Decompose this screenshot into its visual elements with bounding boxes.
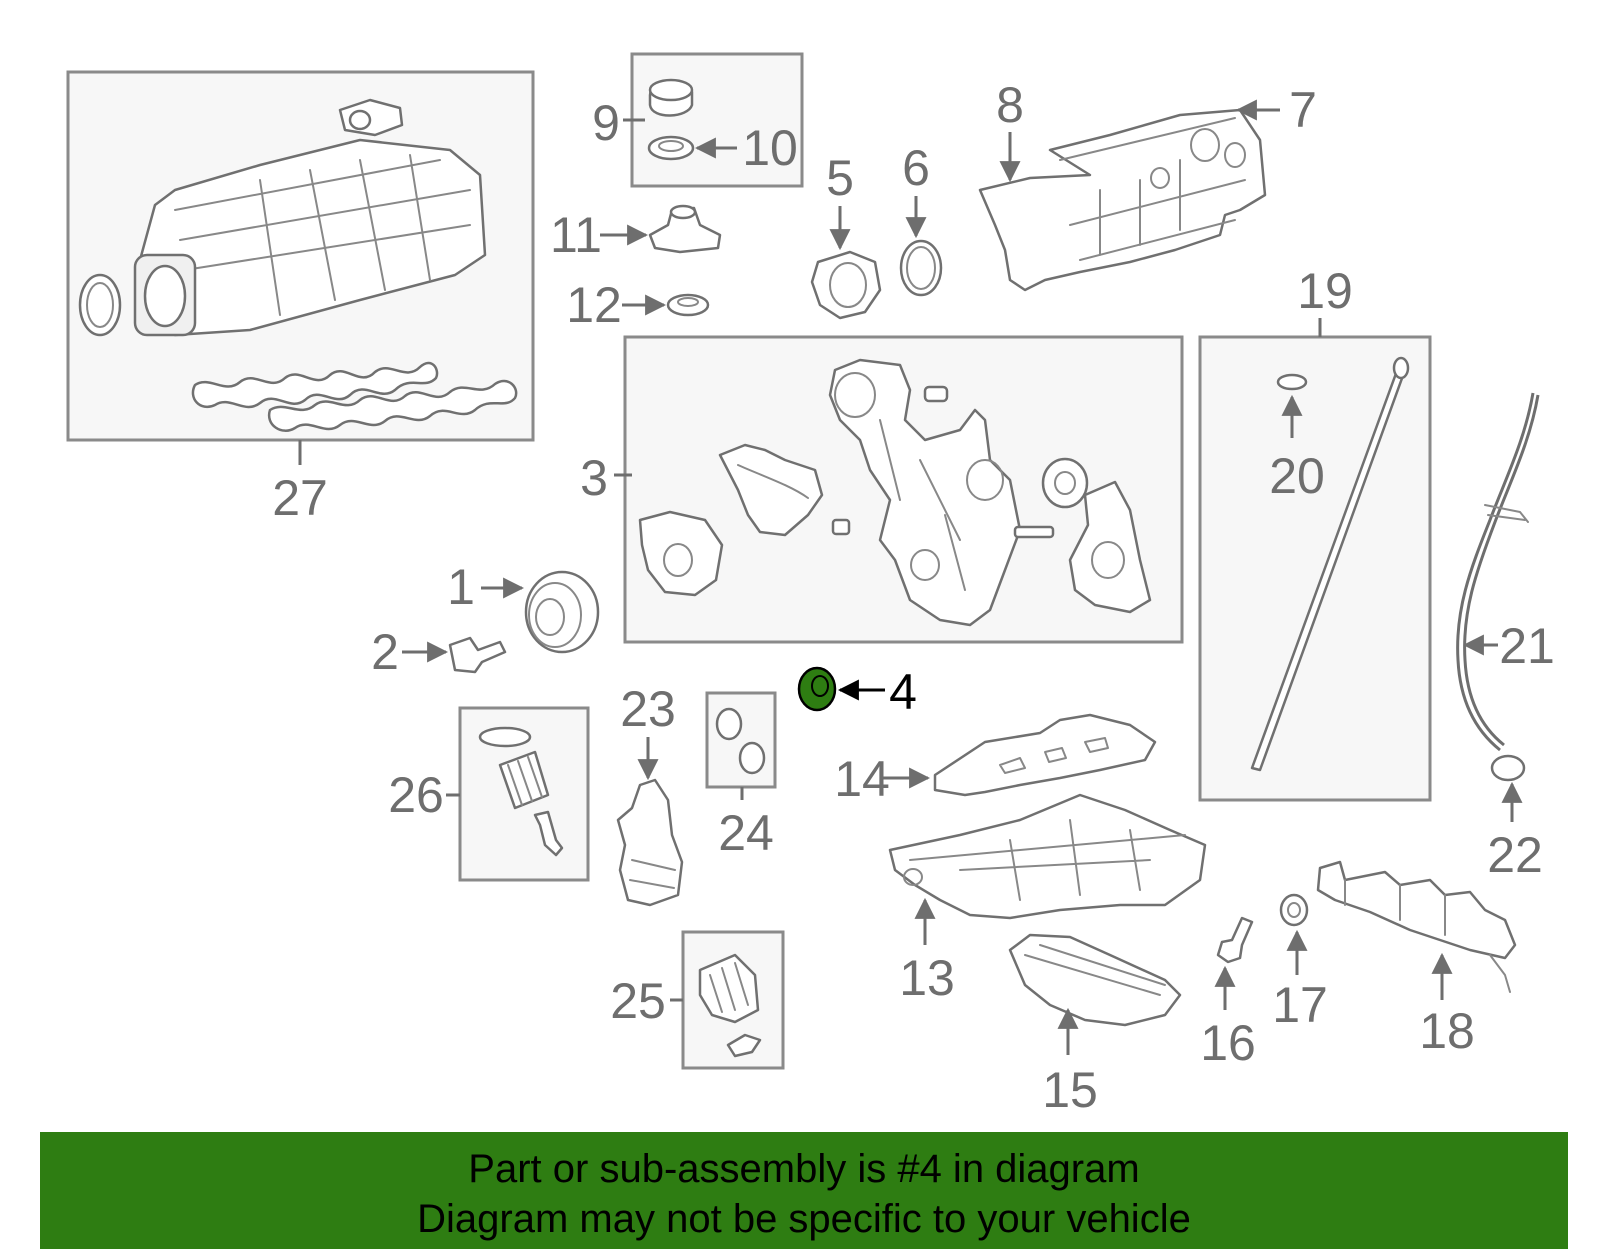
part-4-seal (797, 666, 837, 712)
part-14-drawing (933, 713, 1157, 797)
callout-20[interactable]: 20 (1269, 448, 1325, 504)
part-2-drawing (448, 636, 507, 674)
timing-cover-drawing (638, 358, 1152, 627)
banner-line-1: Part or sub-assembly is #4 in diagram (468, 1147, 1140, 1191)
callout-5[interactable]: 5 (826, 150, 854, 206)
part-11-drawing (648, 206, 722, 254)
callout-16[interactable]: 16 (1200, 1015, 1256, 1071)
callout-17[interactable]: 17 (1272, 977, 1328, 1033)
part-23-drawing (616, 778, 684, 907)
callout-22[interactable]: 22 (1487, 827, 1543, 883)
part-1-detail-a (528, 582, 582, 648)
callout-2[interactable]: 2 (371, 624, 399, 680)
callout-9[interactable]: 9 (592, 95, 620, 151)
part-24-ring-b (738, 741, 766, 775)
callout-14[interactable]: 14 (834, 751, 890, 807)
part-11-detail (669, 204, 697, 220)
dipstick-drawing (1250, 356, 1410, 772)
callout-10[interactable]: 10 (742, 120, 798, 176)
callout-26[interactable]: 26 (388, 767, 444, 823)
oil-pan-lower-drawing (1008, 933, 1182, 1027)
part-12-group[interactable]: 12 (566, 277, 710, 333)
part-18-group[interactable]: 18 (1316, 860, 1517, 1059)
intake-manifold-drawing (78, 98, 518, 432)
part-1-group[interactable]: 1 (447, 559, 600, 654)
part-25-drawing (698, 953, 762, 1058)
part-12-detail (677, 297, 699, 307)
part-24-ring-a (715, 707, 743, 741)
oil-pan-upper-group[interactable]: 13 (888, 793, 1207, 1006)
callout-12[interactable]: 12 (566, 277, 622, 333)
callout-15[interactable]: 15 (1042, 1062, 1098, 1118)
callout-6[interactable]: 6 (902, 140, 930, 196)
part-14-group[interactable]: 14 (834, 713, 1157, 807)
callout-7[interactable]: 7 (1289, 82, 1317, 138)
callout-11[interactable]: 11 (550, 207, 602, 263)
valve-cover-drawing (978, 108, 1267, 292)
part-1-drawing (524, 570, 600, 654)
callout-21[interactable]: 21 (1499, 618, 1555, 674)
callout-19[interactable]: 19 (1297, 263, 1353, 319)
part-2-group[interactable]: 2 (371, 624, 507, 680)
callout-13[interactable]: 13 (899, 950, 955, 1006)
callout-8[interactable]: 8 (996, 77, 1024, 133)
oil-filter-group[interactable]: 26 (388, 706, 590, 882)
valve-cover-group[interactable]: 8 7 (978, 77, 1317, 292)
oil-filter-drawing (478, 726, 564, 857)
part-11-group[interactable]: 11 (550, 204, 722, 263)
part-17-drawing (1279, 893, 1309, 927)
part-4-seal-inner (811, 675, 829, 697)
oil-pan-upper-drawing (888, 793, 1207, 920)
part-16-drawing (1216, 916, 1254, 964)
dipstick-group[interactable]: 19 20 (1198, 263, 1432, 802)
callout-25[interactable]: 25 (610, 973, 666, 1029)
part-5-group[interactable]: 5 (810, 150, 882, 320)
part-23-detail (629, 859, 676, 889)
dipstick-tube-drawing (1456, 392, 1540, 782)
oil-filler-cap-group[interactable]: 9 10 (592, 52, 804, 188)
part-6-detail (906, 246, 936, 290)
callout-24[interactable]: 24 (718, 805, 774, 861)
part-23-group[interactable]: 23 (616, 681, 684, 907)
part-17-detail (1287, 902, 1301, 918)
callout-18[interactable]: 18 (1419, 1003, 1475, 1059)
callout-23[interactable]: 23 (620, 681, 676, 737)
intake-manifold-group[interactable]: 27 (66, 70, 535, 526)
part-5-drawing (810, 250, 882, 320)
timing-cover-group[interactable]: 3 (580, 335, 1184, 644)
callout-27[interactable]: 27 (272, 470, 328, 526)
part-24-box (705, 691, 777, 789)
part-5-detail (829, 262, 867, 308)
part-16-group[interactable]: 16 (1200, 916, 1256, 1071)
callout-3[interactable]: 3 (580, 450, 608, 506)
oil-pan-lower-group[interactable]: 15 (1008, 933, 1182, 1118)
part-24-group[interactable]: 24 (705, 691, 777, 861)
part-4-group[interactable]: 4 (797, 664, 917, 720)
part-6-group[interactable]: 6 (899, 140, 943, 297)
callout-4[interactable]: 4 (889, 664, 917, 720)
callout-1[interactable]: 1 (447, 559, 475, 615)
part-19-box (1198, 335, 1432, 802)
info-banner: Part or sub-assembly is #4 in diagram Di… (40, 1132, 1568, 1249)
part-17-group[interactable]: 17 (1272, 893, 1328, 1033)
part-1-detail-b (535, 598, 565, 636)
banner-line-2: Diagram may not be specific to your vehi… (417, 1197, 1191, 1241)
part-18-drawing (1316, 860, 1517, 993)
part-25-group[interactable]: 25 (610, 930, 785, 1070)
oil-filler-cap-drawing (647, 78, 695, 161)
dipstick-tube-group[interactable]: 21 22 (1456, 392, 1555, 883)
